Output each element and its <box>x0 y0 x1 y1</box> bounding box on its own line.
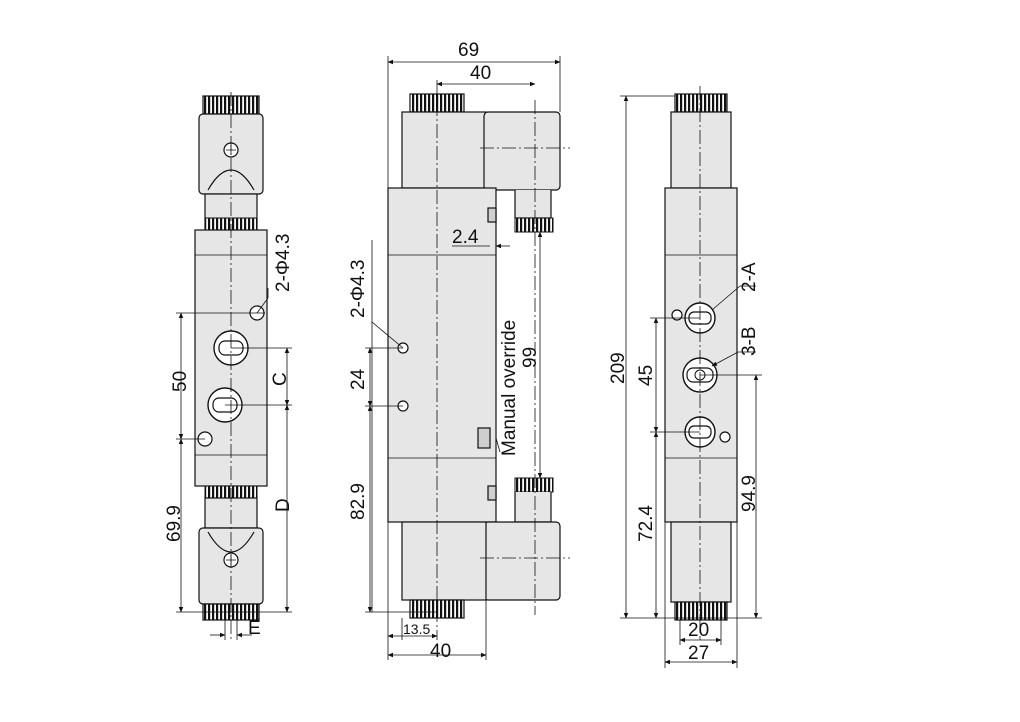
side-dim-69: 69 <box>458 40 479 61</box>
front-dim-e: E <box>248 618 261 639</box>
side-hole-label: 2-Φ4.3 <box>348 260 369 318</box>
side-dim-82-9: 82.9 <box>348 483 369 520</box>
side-top-connector <box>483 111 561 191</box>
side-dim-2-4: 2.4 <box>452 227 479 248</box>
rear-dim-94-9: 94.9 <box>739 475 760 512</box>
side-dim-24: 24 <box>348 368 369 390</box>
rear-dim-27: 27 <box>688 643 709 664</box>
front-view: 2-Φ4.3 50 69.9 C D E <box>164 92 294 640</box>
side-bottom-coil <box>401 521 487 601</box>
rear-hole-top <box>671 309 683 321</box>
side-dim-40-bottom: 40 <box>430 641 451 662</box>
side-valve-body <box>387 187 497 523</box>
front-dim-69-9: 69.9 <box>164 505 185 542</box>
side-top-coil <box>401 111 487 189</box>
manual-override-label: Manual override <box>499 320 520 456</box>
rear-dim-72-4: 72.4 <box>636 505 657 542</box>
rear-port-a-label: 2-A <box>739 262 760 292</box>
side-dim-40-top: 40 <box>470 63 491 84</box>
rear-dim-20: 20 <box>688 620 709 641</box>
rear-view: 209 45 72.4 94.9 2-A 3-B 20 27 <box>608 86 762 668</box>
rear-port-b-label: 3-B <box>739 326 760 356</box>
rear-top-knurled-nut <box>674 93 728 113</box>
rear-top-coil <box>670 111 732 189</box>
rear-dim-209: 209 <box>608 352 629 384</box>
front-dim-c: C <box>270 372 291 386</box>
side-dim-99: 99 <box>520 347 541 368</box>
front-hole-label: 2-Φ4.3 <box>273 234 294 292</box>
rear-dim-45: 45 <box>636 365 657 386</box>
side-view: 69 40 2.4 2-Φ4.3 24 82.9 Manual override… <box>348 40 570 662</box>
side-dim-13-5: 13.5 <box>403 621 430 637</box>
rear-bottom-knurled-nut <box>674 601 728 621</box>
front-dim-50: 50 <box>170 371 191 392</box>
rear-bottom-coil <box>670 521 732 603</box>
side-bottom-connector <box>483 521 561 601</box>
manual-override-button <box>477 427 491 449</box>
rear-valve-body <box>664 187 738 523</box>
front-dim-d: D <box>273 498 294 512</box>
rear-hole-bottom <box>719 431 731 443</box>
